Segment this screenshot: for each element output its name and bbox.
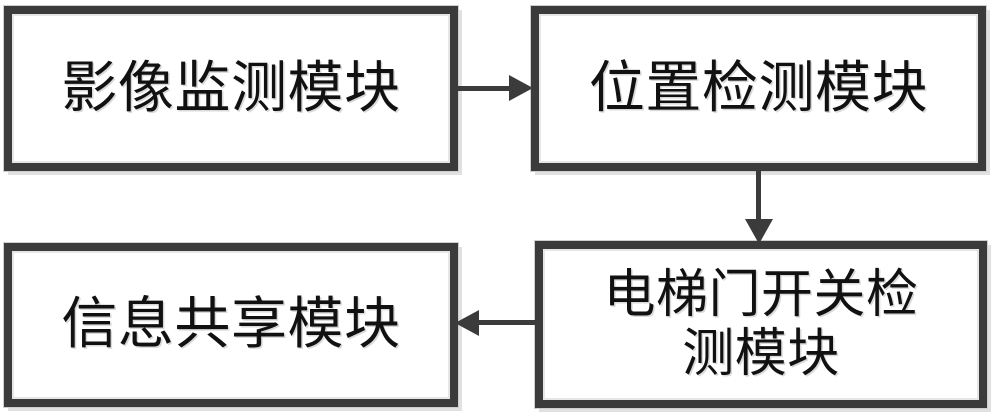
node-position-detect-inner: 位置检测模块 (539, 14, 978, 163)
node-door-detect-label: 电梯门开关检 测模块 (603, 265, 919, 384)
edge-line-horizontal (458, 86, 517, 91)
node-position-detect-label: 位置检测模块 (588, 55, 929, 121)
node-image-monitor[interactable]: 影像监测模块 (3, 5, 459, 172)
arrow-down-icon (745, 219, 773, 244)
edge-line-horizontal (477, 320, 537, 325)
node-door-detect-inner: 电梯门开关检 测模块 (543, 249, 979, 400)
node-image-monitor-label: 影像监测模块 (61, 55, 401, 121)
node-image-monitor-inner: 影像监测模块 (12, 14, 450, 163)
node-info-share-label: 信息共享模块 (61, 292, 401, 358)
arrow-left-icon (455, 310, 479, 336)
node-position-detect[interactable]: 位置检测模块 (530, 5, 987, 172)
node-door-detect[interactable]: 电梯门开关检 测模块 (534, 240, 988, 409)
arrow-right-icon (509, 75, 533, 101)
node-info-share-inner: 信息共享模块 (12, 251, 450, 399)
node-info-share[interactable]: 信息共享模块 (3, 242, 459, 408)
edge-line-vertical (756, 170, 761, 225)
